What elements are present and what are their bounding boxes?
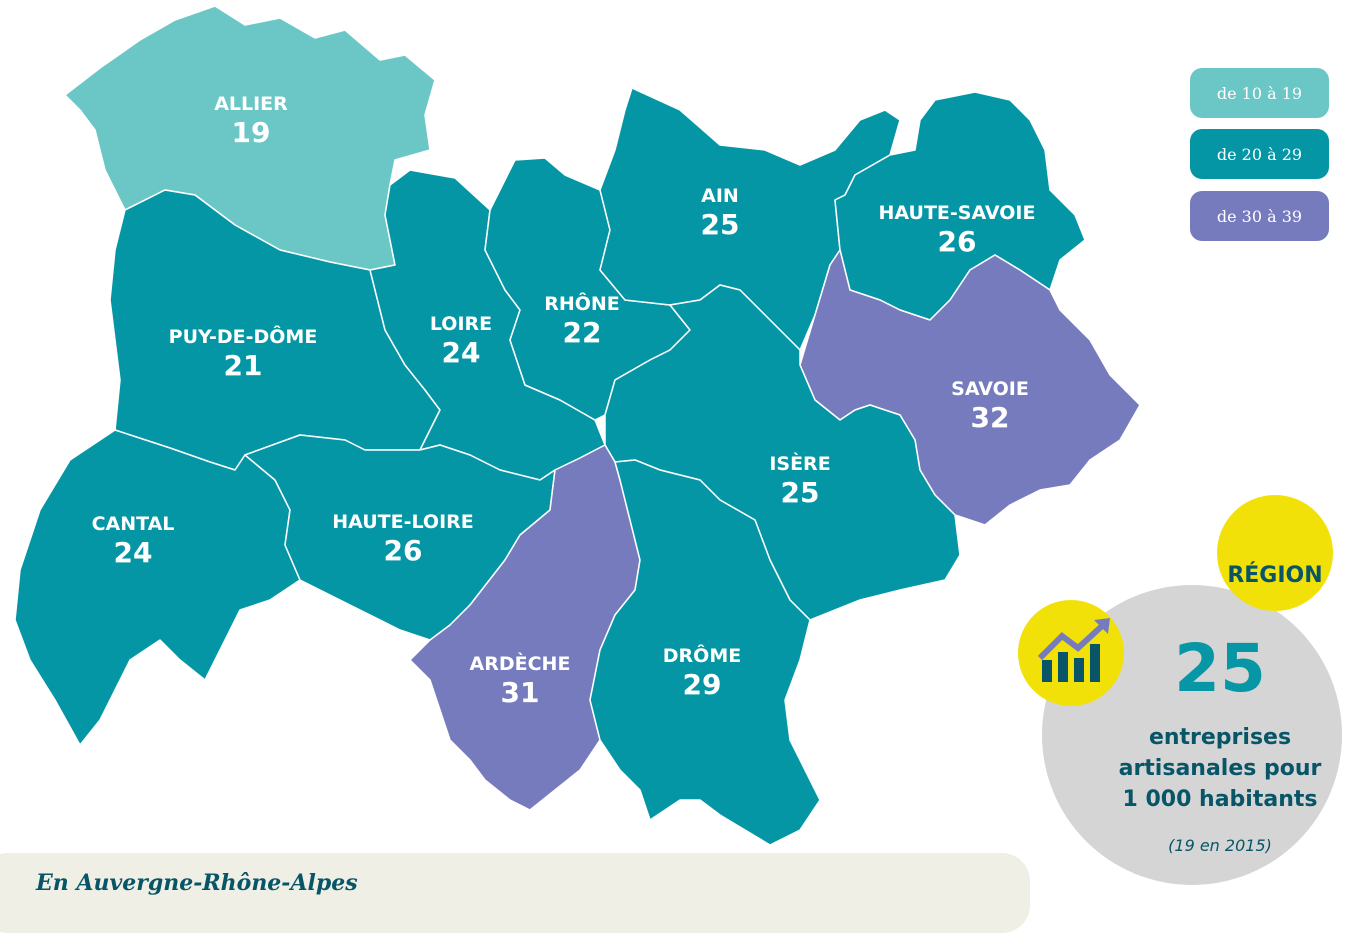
- department-name-cantal: CANTAL: [92, 513, 175, 535]
- department-name-drome: DRÔME: [663, 643, 741, 667]
- department-name-rhone: RHÔNE: [544, 291, 620, 315]
- region-badge: RÉGION: [1217, 495, 1333, 611]
- department-map: ALLIER19PUY-DE-DÔME21LOIRE24RHÔNE22AIN25…: [14, 5, 1307, 846]
- region-stat-value: 25: [1174, 630, 1266, 707]
- department-value-drome: 29: [683, 668, 722, 701]
- region-badge-label: RÉGION: [1227, 563, 1323, 588]
- legend-item-high: de 30 à 39: [1190, 191, 1329, 241]
- legend-label: de 30 à 39: [1216, 206, 1303, 226]
- department-value-allier: 19: [232, 116, 271, 149]
- caption-line: artisanales pour: [1118, 756, 1322, 781]
- trend-badge: [1018, 600, 1124, 706]
- legend-item-mid: de 20 à 29: [1190, 129, 1329, 179]
- department-name-loire: LOIRE: [430, 313, 492, 335]
- department-name-ain: AIN: [701, 185, 739, 207]
- caption-line: 1 000 habitants: [1122, 787, 1318, 812]
- department-value-ardeche: 31: [501, 676, 540, 709]
- region-stat-caption: entreprises artisanales pour 1 000 habit…: [1105, 722, 1335, 815]
- department-name-haute-loire: HAUTE-LOIRE: [332, 511, 474, 533]
- department-name-haute-savoie: HAUTE-SAVOIE: [879, 202, 1036, 224]
- department-value-haute-loire: 26: [384, 534, 423, 567]
- department-drome[interactable]: [589, 459, 821, 846]
- department-value-rhone: 22: [563, 316, 602, 349]
- legend-label: de 20 à 29: [1216, 144, 1303, 164]
- department-name-allier: ALLIER: [214, 93, 288, 115]
- department-name-puy-de-dome: PUY-DE-DÔME: [169, 324, 318, 348]
- department-value-cantal: 24: [114, 536, 153, 569]
- department-value-puy-de-dome: 21: [224, 349, 263, 382]
- department-value-ain: 25: [701, 208, 740, 241]
- department-value-haute-savoie: 26: [938, 225, 977, 258]
- department-name-ardeche: ARDÈCHE: [470, 652, 571, 675]
- department-cantal[interactable]: [14, 429, 301, 746]
- department-name-savoie: SAVOIE: [951, 378, 1029, 400]
- footer-text: En Auvergne-Rhône-Alpes: [36, 870, 358, 896]
- department-value-loire: 24: [442, 336, 481, 369]
- department-value-savoie: 32: [971, 401, 1010, 434]
- department-name-isere: ISÈRE: [769, 452, 830, 475]
- department-value-isere: 25: [781, 476, 820, 509]
- caption-line: entreprises: [1148, 725, 1292, 750]
- chart-up-icon: [1037, 618, 1110, 682]
- legend-label: de 10 à 19: [1216, 83, 1303, 103]
- region-stat-previous: (19 en 2015): [1168, 836, 1272, 855]
- legend-item-low: de 10 à 19: [1190, 68, 1329, 118]
